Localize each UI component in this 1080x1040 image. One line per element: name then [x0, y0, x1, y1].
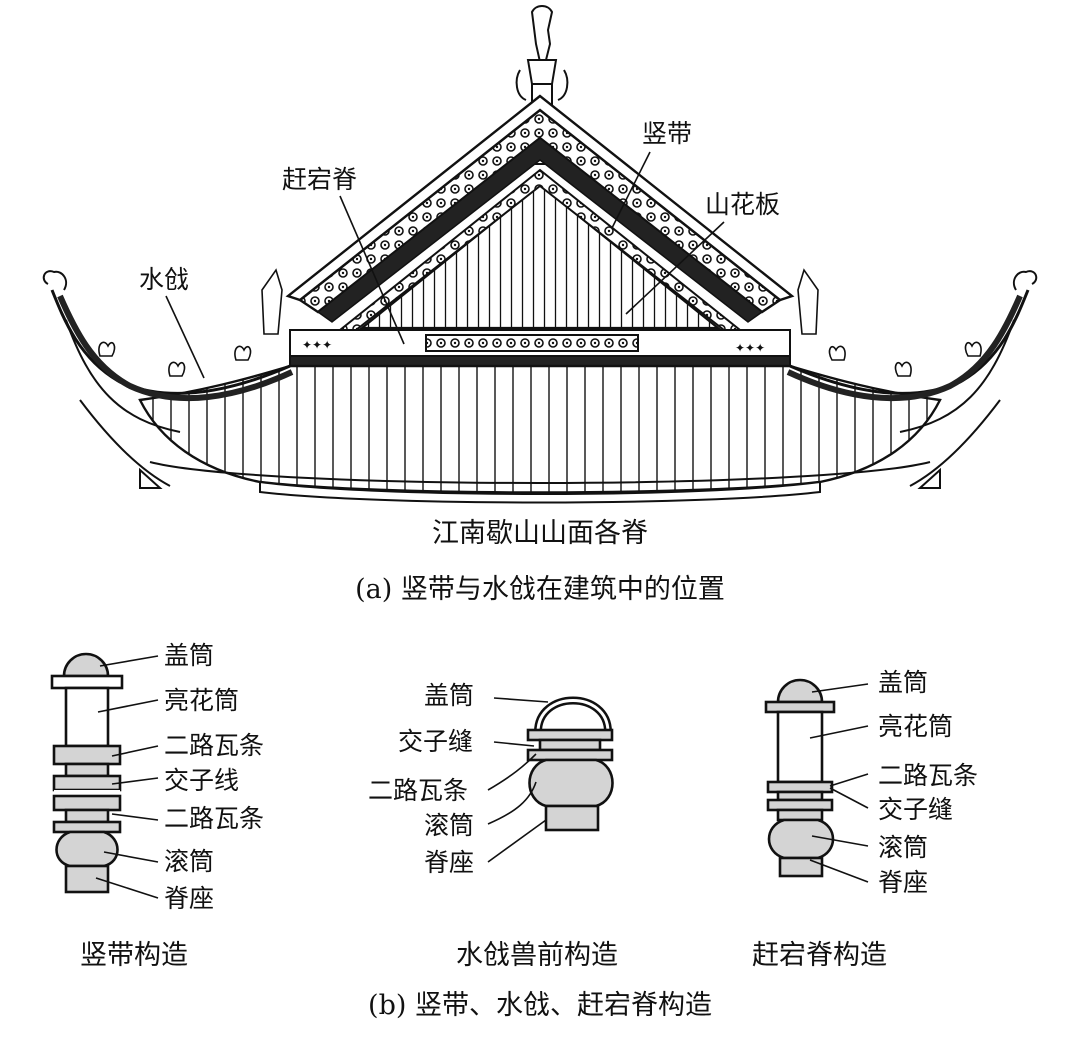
shuiqiang-label-3: 滚筒	[424, 811, 475, 840]
part-a-title: 江南歇山山面各脊	[432, 518, 648, 549]
shudai-label-5: 滚筒	[164, 847, 215, 876]
gandangji-leaders	[809, 683, 869, 883]
shudai-label-3: 交子线	[164, 766, 240, 795]
svg-text:✦✦✦: ✦✦✦	[735, 341, 765, 355]
gandangji-label-3: 交子缝	[878, 795, 954, 824]
shuiqiang-leaders	[487, 697, 549, 863]
gable-outer-ridges	[285, 94, 795, 323]
gandangji-label-5: 脊座	[878, 868, 929, 897]
shuiqiang-left-figures	[98, 268, 283, 377]
label-shanhuaban: 山花板	[705, 190, 781, 219]
shudai-section	[50, 652, 124, 894]
part-a-caption: (a) 竖带与水戗在建筑中的位置	[355, 574, 725, 605]
shuiqiang-label-2: 二路瓦条	[368, 776, 469, 805]
gandangji-label-1: 亮花筒	[878, 712, 954, 741]
gandangji-caption: 赶宕脊构造	[752, 940, 887, 971]
shuiqiang-right	[786, 270, 1038, 489]
label-gandangji: 赶宕脊	[282, 165, 358, 194]
label-shuiqiang: 水戗	[139, 265, 190, 294]
shuiqiang-section	[526, 696, 614, 832]
part-a-leaders	[165, 151, 725, 379]
label-shudai: 竖带	[642, 119, 693, 148]
svg-text:✦✦✦: ✦✦✦	[302, 338, 332, 352]
shuiqiang-label-0: 盖筒	[424, 681, 475, 710]
gandangji-section	[764, 678, 836, 878]
gandangji-band: ✦✦✦ ✦✦✦	[289, 329, 791, 367]
gandangji-label-2: 二路瓦条	[878, 761, 979, 790]
gandangji-label-0: 盖筒	[878, 668, 929, 697]
shudai-caption: 竖带构造	[80, 940, 188, 971]
shudai-label-4: 二路瓦条	[164, 804, 265, 833]
shuiqiang-left	[42, 270, 294, 489]
shudai-label-2: 二路瓦条	[164, 731, 265, 760]
shuiqiang-label-4: 脊座	[424, 848, 475, 877]
shuiqiang-caption: 水戗兽前构造	[456, 940, 618, 971]
shuiqiang-right-figures	[797, 268, 982, 377]
shuiqiang-label-1: 交子缝	[398, 727, 474, 756]
part-b-caption: (b) 竖带、水戗、赶宕脊构造	[368, 990, 712, 1021]
gandangji-label-4: 滚筒	[878, 833, 929, 862]
shudai-label-0: 盖筒	[164, 641, 215, 670]
shudai-leaders	[95, 655, 159, 899]
shudai-label-1: 亮花筒	[164, 686, 240, 715]
shudai-label-6: 脊座	[164, 884, 215, 913]
